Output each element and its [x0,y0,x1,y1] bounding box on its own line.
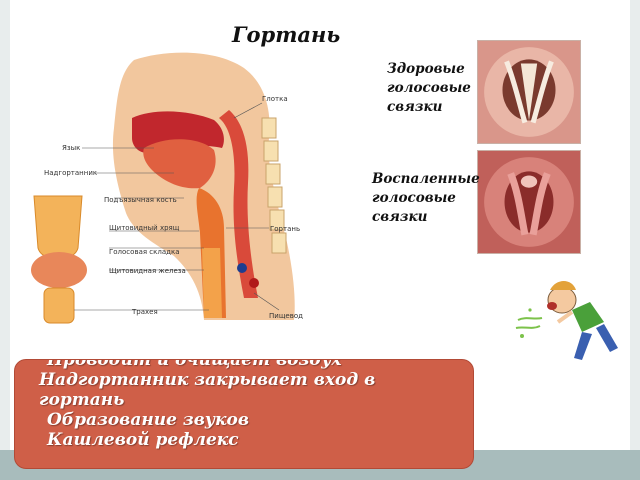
larynx-anatomy-illustration: Язык Надгортанник Подъязычная кость Щито… [31,52,303,324]
spine-segment-2 [263,140,279,162]
label-larynx: Гортань [270,225,300,233]
function-item: Проводит и очищает воздух [25,359,465,370]
spine-segment-1 [261,117,277,139]
function-item: Образование звуков [25,410,465,430]
functions-box: Проводит и очищает воздух Надгортанник з… [14,359,474,469]
label-thyroid-cartilage: Щитовидный хрящ [109,224,180,232]
function-item: Кашлевой рефлекс [25,430,465,450]
label-tongue: Язык [62,144,80,152]
label-hyoid: Подъязычная кость [104,196,177,204]
function-text-4: Кашлевой рефлекс [47,430,239,450]
label-esophagus: Пищевод [269,312,303,320]
coughing-boy-cartoon [512,262,630,366]
healthy-vocal-cords-photo [477,40,581,144]
inflamed-vocal-cords-photo [477,150,581,254]
pharynx-shape [219,110,258,298]
spine-segment-3 [265,163,281,185]
function-text-3: Образование звуков [47,410,250,430]
function-item: Надгортанник закрывает вход в гортань [25,370,465,410]
inflamed-caption: Воспаленные голосовые связки [372,171,480,225]
vessel-2 [249,278,259,288]
slide-title: Гортань [232,22,341,47]
healthy-caption: Здоровые голосовые связки [387,61,471,115]
vessel-1 [237,263,247,273]
right-border [630,0,640,480]
label-throat: Глотка [262,95,288,103]
left-border [0,0,10,480]
isolated-thyroid-gland [31,252,87,288]
trachea-shape [202,248,222,318]
label-vocal-fold: Голосовая складка [109,248,180,256]
label-epiglottis: Надгортанник [44,169,97,177]
label-trachea: Трахея [131,308,158,316]
function-text-2: Надгортанник закрывает вход в гортань [39,370,376,410]
isolated-trachea [43,287,75,324]
spine-segment-6 [271,232,287,254]
isolated-larynx [33,195,83,260]
tongue-shape [143,139,216,189]
function-text-1: Проводит и очищает воздух [47,359,342,370]
spine-segment-4 [267,186,283,208]
label-thyroid-gland: Щитовидная железа [109,267,186,275]
spine-segment-5 [269,209,285,231]
